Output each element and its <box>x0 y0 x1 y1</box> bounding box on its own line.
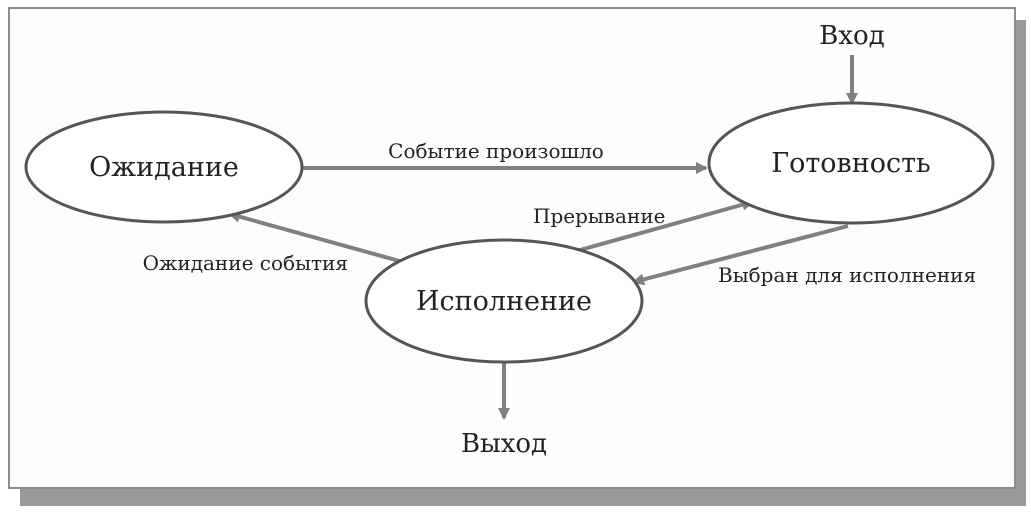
state-waiting-label: Ожидание <box>89 152 239 183</box>
edge-wait-event-label: Ожидание события <box>143 251 348 275</box>
edge-interrupt <box>579 198 754 252</box>
state-running <box>364 238 644 364</box>
state-waiting <box>24 110 304 224</box>
edge-interrupt-label: Прерывание <box>533 204 665 228</box>
state-ready <box>707 101 995 225</box>
edge-wait-event <box>228 210 404 264</box>
input-label: Вход <box>819 21 884 51</box>
edge-event-occurred-label: Событие произошло <box>388 139 604 163</box>
edge-selected-label: Выбран для исполнения <box>718 263 976 287</box>
output-label: Выход <box>461 429 547 459</box>
state-running-label: Исполнение <box>416 286 592 317</box>
edge-selected <box>632 224 849 286</box>
state-ready-label: Готовность <box>771 148 931 179</box>
